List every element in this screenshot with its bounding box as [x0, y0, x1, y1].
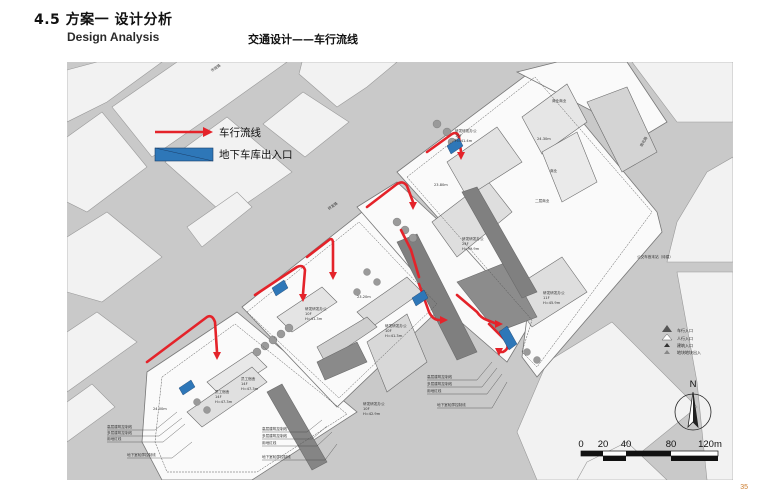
garage-entrances [178, 137, 518, 396]
red-arrowhead-icon [203, 127, 213, 137]
callout-5: 高层建筑控制线 [262, 426, 288, 431]
label-b1-floors: 10F [455, 134, 462, 138]
label-b3-floors: 11F [543, 296, 550, 300]
label-b4: 研发研发办公 [305, 306, 327, 311]
blue-rect-diagonal [154, 147, 214, 162]
plot-entry-icon [664, 350, 670, 354]
label-b8-floors: 14F [241, 382, 248, 386]
label-b7-floors: 14F [215, 395, 222, 399]
callout-6: 多层建筑控制线 [262, 433, 288, 438]
label-b5-height: H=41.3m [385, 334, 403, 338]
callout-7: 用地红线 [262, 440, 277, 445]
page-subtitle: Design Analysis [67, 30, 160, 44]
label-road-b: 南北路 [639, 135, 649, 147]
label-b6-floors: 10F [363, 407, 370, 411]
label-b10: 二层商业 [535, 198, 550, 203]
diagram-caption: 交通设计——车行流线 [248, 33, 358, 46]
label-b4-floors: 10F [305, 312, 312, 316]
callout-12: 地下室轮廓控制线 [437, 402, 466, 407]
compass: N [674, 379, 712, 431]
callouts: 高层建筑控制线 多层建筑控制线 用地红线 地下室轮廓控制线 高层建筑控制线 多层… [107, 361, 508, 461]
label-el1: 23.80m [434, 183, 448, 187]
building-entry-icon [664, 343, 670, 347]
traffic-flow-arrows [145, 131, 509, 364]
scale-tick-0: 0 [578, 439, 583, 450]
trees [193, 119, 541, 414]
label-b5: 研发研发办公 [385, 323, 407, 328]
label-road-c: 市政路 [210, 62, 222, 73]
callout-11: 用地红线 [427, 388, 442, 393]
label-b8-height: H=47.3m [241, 387, 259, 391]
page-number: 35 [740, 484, 748, 491]
symbol-legend-item-4: 地块地块出入 [677, 349, 701, 355]
label-el3: 24.00m [153, 407, 167, 411]
label-b6-height: H=42.9m [363, 412, 381, 416]
callout-1: 高层建筑控制线 [107, 424, 133, 429]
site-plan-map: 车行流线 地下车库出入口 研发研发办公 10F H=41.4m 研发研发办公 2… [67, 62, 733, 480]
callout-8: 地下室轮廓控制线 [262, 454, 291, 459]
symbol-legend-item-2: 人行入口 [677, 335, 693, 341]
label-b9: 商业 [550, 168, 558, 173]
buildings [186, 83, 658, 471]
callout-4: 地下室轮廓控制线 [127, 452, 156, 457]
scale-tick-40: 40 [621, 439, 632, 450]
label-b1-height: H=41.4m [455, 139, 473, 143]
label-b3-height: H=45.9m [543, 301, 561, 305]
label-b5-floors: 10F [385, 329, 392, 333]
scale-segment-3 [603, 456, 626, 461]
label-road-a: 研发路 [327, 200, 339, 211]
label-bus: 公交车首末站（待建） [637, 254, 673, 259]
callout-2: 多层建筑控制线 [107, 430, 133, 435]
label-b1: 研发研发办公 [455, 128, 477, 133]
legend: 车行流线 地下车库出入口 [154, 126, 293, 162]
scale-segment-1 [581, 451, 603, 456]
compass-north-label: N [690, 379, 697, 390]
legend-garage-label: 地下车库出入口 [219, 148, 293, 161]
callout-3: 用地红线 [107, 436, 122, 441]
scale-segment-2 [626, 451, 671, 456]
symbol-legend-item-3: 建筑入口 [677, 342, 693, 348]
site-plan-svg: 车行流线 地下车库出入口 研发研发办公 10F H=41.4m 研发研发办公 2… [67, 62, 733, 480]
scale-tick-20: 20 [598, 439, 609, 450]
label-b2: 研发研发办公 [462, 236, 484, 241]
label-b2-height: H=99.9m [462, 247, 480, 251]
car-entry-icon [662, 325, 672, 332]
label-b7: 员工宿舍 [215, 389, 230, 394]
scale-bar: 0 20 40 80 120m [578, 439, 722, 461]
traffic-flow-arrowheads [213, 152, 503, 360]
label-el4: 24.30m [537, 137, 551, 141]
label-el2: 23.20m [357, 295, 371, 299]
callout-10: 多层建筑控制线 [427, 381, 453, 386]
scale-tick-120: 120m [698, 439, 722, 450]
page-title: 4.5 方案一 设计分析 [34, 12, 173, 28]
legend-flow-label: 车行流线 [219, 126, 261, 139]
callout-9: 高层建筑控制线 [427, 374, 453, 379]
scale-tick-80: 80 [666, 439, 677, 450]
pedestrian-entry-icon [661, 333, 673, 341]
label-b3: 研发研发办公 [543, 290, 565, 295]
symbol-legend: 车行入口 人行入口 建筑入口 地块地块出入 [661, 325, 701, 355]
map-labels: 研发研发办公 10F H=41.4m 研发研发办公 24F H=99.9m 研发… [153, 62, 673, 416]
label-b2-floors: 24F [462, 242, 469, 246]
label-b7-height: H=47.3m [215, 400, 233, 404]
compass-needle-half-icon [693, 392, 698, 427]
label-b11: 商业商业 [552, 98, 567, 103]
symbol-legend-item-1: 车行入口 [677, 327, 693, 333]
label-b8: 员工宿舍 [241, 376, 256, 381]
label-b6: 研发研发办公 [363, 401, 385, 406]
label-b4-height: H=41.3m [305, 317, 323, 321]
scale-segment-4 [671, 456, 718, 461]
city-blocks [67, 62, 733, 480]
